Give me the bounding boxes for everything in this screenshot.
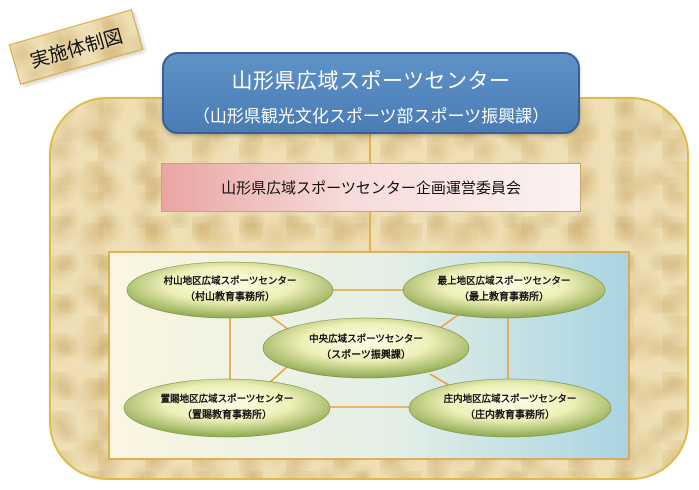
node-okitama-shape [123, 378, 331, 438]
node-name: 村山地区広域スポーツセンター [163, 275, 297, 287]
node-office: （最上教育事務所） [459, 291, 549, 303]
header-organization-box: 山形県広域スポーツセンター （山形県観光文化スポーツ部スポーツ振興課） [162, 52, 580, 134]
node-name: 最上地区広域スポーツセンター [437, 275, 571, 287]
node-office: （村山教育事務所） [185, 291, 275, 303]
node-office: （庄内教育事務所） [465, 409, 555, 421]
node-name: 庄内地区広域スポーツセンター [443, 393, 577, 405]
node-murayama: 村山地区広域スポーツセンター （村山教育事務所） [164, 275, 297, 305]
node-office: （スポーツ振興課） [321, 349, 411, 361]
header-title: 山形県広域スポーツセンター [231, 69, 511, 93]
committee-box: 山形県広域スポーツセンター企画運営委員会 [161, 163, 581, 212]
node-murayama-shape [126, 261, 334, 319]
node-mogami-shape [402, 261, 606, 319]
node-okitama: 置賜地区広域スポーツセンター （置賜教育事務所） [161, 393, 294, 423]
committee-label: 山形県広域スポーツセンター企画運営委員会 [221, 179, 521, 197]
node-name: 置賜地区広域スポーツセンター [160, 393, 294, 405]
node-name: 中央広域スポーツセンター [309, 333, 423, 345]
node-shonai: 庄内地区広域スポーツセンター （庄内教育事務所） [444, 393, 577, 423]
node-office: （置賜教育事務所） [182, 409, 272, 421]
node-central: 中央広域スポーツセンター （スポーツ振興課） [309, 333, 423, 363]
node-central-shape [262, 317, 470, 379]
header-subtitle: （山形県観光文化スポーツ部スポーツ振興課） [192, 107, 550, 127]
node-shonai-shape [408, 378, 612, 438]
node-mogami: 最上地区広域スポーツセンター （最上教育事務所） [438, 275, 571, 305]
